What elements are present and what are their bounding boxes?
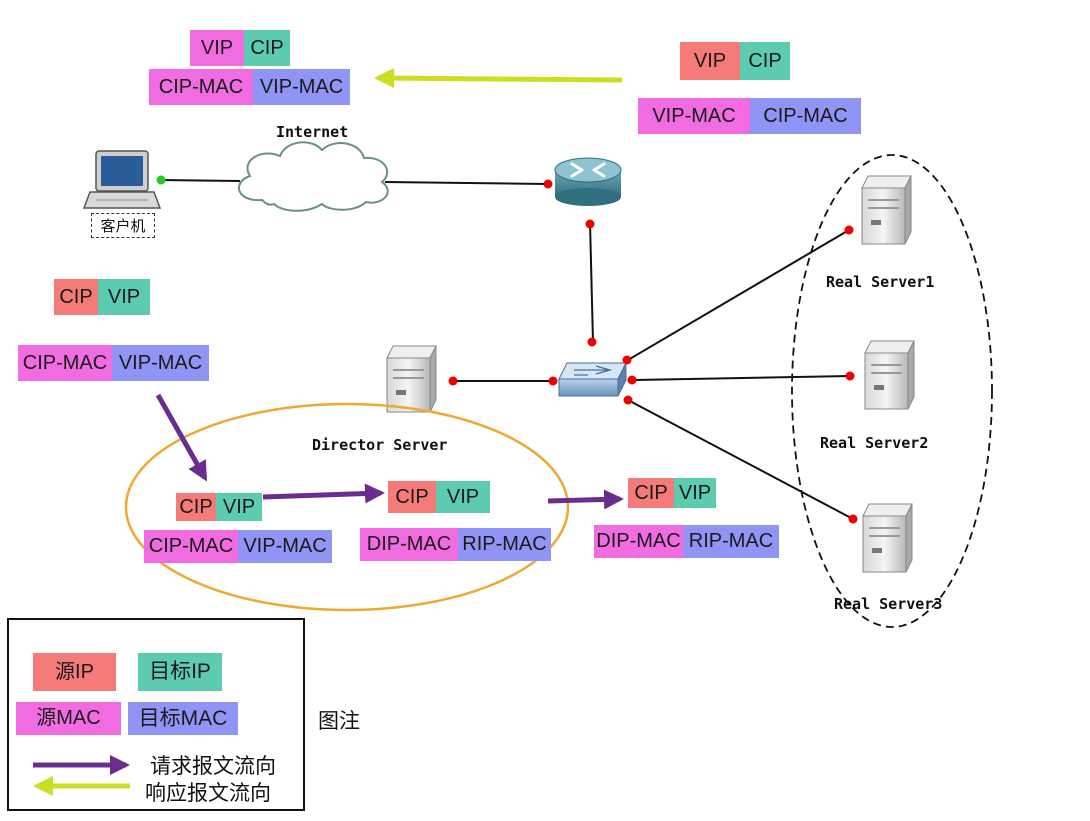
link-switch-rs3 xyxy=(627,399,854,520)
dst-ip-tag: VIP xyxy=(98,279,150,315)
internet-label: Internet xyxy=(276,123,349,141)
legend-src-ip: 源IP xyxy=(33,653,116,691)
real-server-1-icon xyxy=(861,175,912,245)
legend-dst-ip: 目标IP xyxy=(138,653,222,691)
real-server-2-icon xyxy=(864,340,915,410)
director-server-icon xyxy=(386,345,437,413)
src-mac-tag: DIP-MAC xyxy=(360,528,458,561)
dst-mac-tag: RIP-MAC xyxy=(683,525,779,558)
director-server-label: Director Server xyxy=(312,436,448,454)
src-ip-tag: VIP xyxy=(680,42,740,80)
legend-request-label: 请求报文流向 xyxy=(150,754,276,778)
dst-ip-tag: VIP xyxy=(674,478,716,508)
src-ip-tag: CIP xyxy=(628,478,674,508)
request-arrow xyxy=(155,393,208,482)
src-ip-tag: VIP xyxy=(190,30,244,66)
port-dots xyxy=(156,175,858,524)
port-dot xyxy=(623,395,633,405)
network-links xyxy=(159,179,854,520)
src-mac-tag: CIP-MAC xyxy=(144,530,238,563)
legend-box xyxy=(7,618,305,811)
router-icon xyxy=(554,157,622,206)
link-switch-rs2 xyxy=(632,375,851,381)
port-dot xyxy=(548,376,558,386)
response-arrow xyxy=(374,68,623,89)
port-dot xyxy=(587,337,597,347)
link-switch-rs1 xyxy=(627,229,850,361)
dst-mac-tag: VIP-MAC xyxy=(253,69,350,105)
legend-dst-mac: 目标MAC xyxy=(128,702,238,735)
laptop-icon xyxy=(82,150,162,209)
dst-ip-tag: CIP xyxy=(740,42,790,80)
port-dot xyxy=(585,219,595,229)
port-dot xyxy=(627,375,637,385)
real-server-3-label: Real Server3 xyxy=(834,595,943,613)
port-dot xyxy=(448,376,458,386)
dst-ip-tag: CIP xyxy=(244,30,290,66)
src-mac-tag: DIP-MAC xyxy=(594,525,683,558)
legend-src-mac: 源MAC xyxy=(16,702,121,735)
client-label: 客户机 xyxy=(91,213,155,238)
internet-cloud-icon xyxy=(238,141,389,212)
port-dot xyxy=(845,371,855,381)
real-server-2-label: Real Server2 xyxy=(820,434,929,452)
dst-mac-tag: RIP-MAC xyxy=(458,528,551,561)
link-internet-router xyxy=(384,181,549,185)
port-dot xyxy=(156,175,166,185)
dst-ip-tag: VIP xyxy=(216,493,262,521)
link-client-internet xyxy=(159,179,241,182)
director-group-outline xyxy=(124,402,570,612)
src-ip-tag: CIP xyxy=(388,481,436,513)
dst-mac-tag: VIP-MAC xyxy=(112,345,209,381)
dst-mac-tag: CIP-MAC xyxy=(750,98,861,134)
real-server-3-icon xyxy=(862,503,913,573)
src-ip-tag: CIP xyxy=(176,493,216,521)
legend-response-label: 响应报文流向 xyxy=(145,781,271,805)
switch-icon xyxy=(558,362,627,397)
src-mac-tag: VIP-MAC xyxy=(638,98,750,134)
real-server-group-outline xyxy=(791,154,993,628)
real-server-1-label: Real Server1 xyxy=(826,273,935,291)
dst-mac-tag: VIP-MAC xyxy=(238,530,332,563)
src-mac-tag: CIP-MAC xyxy=(149,69,253,105)
src-mac-tag: CIP-MAC xyxy=(18,345,112,381)
legend-caption: 图注 xyxy=(318,709,360,733)
port-dot xyxy=(622,355,632,365)
port-dot xyxy=(848,514,858,524)
request-arrow xyxy=(547,489,624,510)
port-dot xyxy=(543,179,553,189)
port-dot xyxy=(844,225,854,235)
request-arrow xyxy=(262,483,385,504)
link-router-switch xyxy=(589,221,594,343)
src-ip-tag: CIP xyxy=(54,279,98,315)
dst-ip-tag: VIP xyxy=(436,481,490,513)
